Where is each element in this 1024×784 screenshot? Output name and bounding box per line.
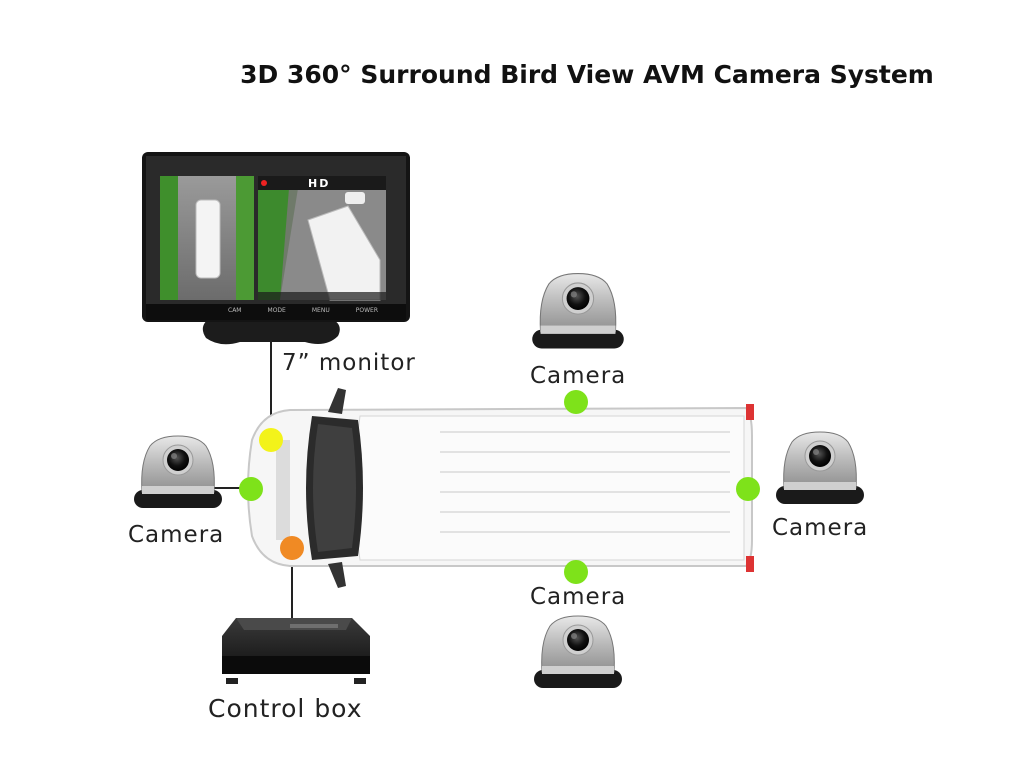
- monitor-hd-badge: HD: [308, 177, 331, 190]
- monitor-button-bar: CAM MODE MENU POWER: [228, 307, 378, 314]
- bottom-camera-dot: [564, 560, 588, 584]
- monitor-button-power[interactable]: POWER: [355, 307, 378, 314]
- bottom-camera-image: [533, 615, 623, 689]
- left-camera-dot: [239, 477, 263, 501]
- monitor-label: 7” monitor: [282, 350, 416, 376]
- left-camera-label: Camera: [128, 522, 225, 548]
- bottom-camera-label: Camera: [530, 584, 627, 610]
- control-box-label: Control box: [208, 694, 363, 723]
- monitor-button-mode[interactable]: MODE: [267, 307, 286, 314]
- right-camera-dot: [736, 477, 760, 501]
- right-camera-image: [775, 431, 865, 505]
- monitor: [142, 152, 410, 345]
- right-camera-label: Camera: [772, 515, 869, 541]
- diagram-title: 3D 360° Surround Bird View AVM Camera Sy…: [240, 60, 934, 89]
- monitor-button-cam[interactable]: CAM: [228, 307, 242, 314]
- van-top-view: [247, 388, 754, 588]
- top-camera-image: [531, 273, 625, 349]
- control-box-connection-dot: [280, 536, 304, 560]
- top-camera-label: Camera: [530, 363, 627, 389]
- top-camera-dot: [564, 390, 588, 414]
- monitor-button-menu[interactable]: MENU: [311, 307, 330, 314]
- control-box-image: [222, 618, 370, 684]
- monitor-connection-dot: [259, 428, 283, 452]
- left-camera-image: [133, 435, 223, 509]
